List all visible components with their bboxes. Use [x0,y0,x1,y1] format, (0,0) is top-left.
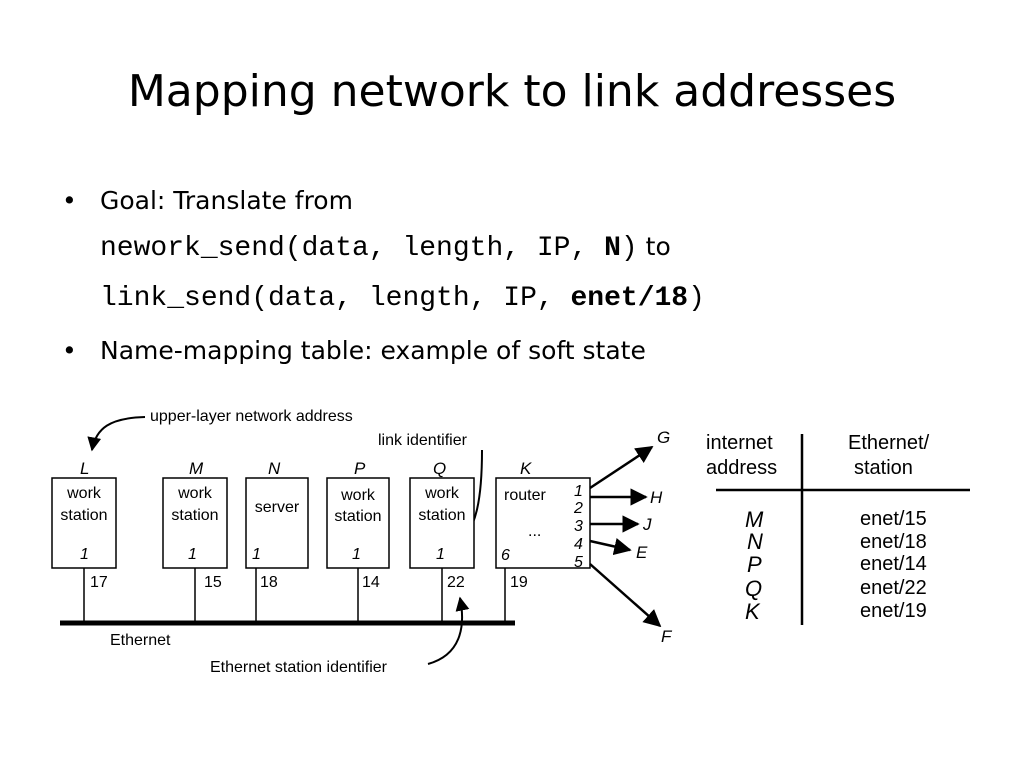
router-port-5: 5 [574,554,583,571]
row-addr: Q [745,576,762,601]
bullet-name-mapping-text: Name-mapping table: example of soft stat… [100,336,646,365]
bullet-dot: • [62,336,77,365]
row-station: enet/18 [860,531,927,553]
code-close-paren: ) [688,283,705,314]
node-station-id: 17 [90,574,108,591]
row-addr: K [745,599,761,624]
node-link-id: 1 [188,546,197,563]
node-label-line1: server [255,499,300,516]
node-L: L work station 1 17 [51,459,117,623]
row-station: enet/14 [860,553,927,575]
router-links: G H J E F [589,428,673,646]
row-addr: N [747,529,763,554]
bullet-goal-text: Goal: Translate from [100,186,353,215]
code-arg-n: N [604,233,621,264]
node-label-line1: work [177,485,213,502]
ethernet-label: Ethernet [110,632,171,649]
row-station: enet/19 [860,600,927,622]
row-station: enet/22 [860,577,927,599]
code-link-send: link_send(data, length, IP, [100,283,571,314]
row-addr: M [745,507,764,532]
dest-H: H [650,488,663,507]
node-label-line1: work [424,485,460,502]
dest-F: F [661,627,673,646]
node-link-id: 1 [436,546,445,563]
node-label-line2: station [171,507,218,524]
upper-layer-label: upper-layer network address [150,408,353,425]
link-arrow-E [589,538,632,556]
dest-E: E [636,543,648,562]
slide-title: Mapping network to link addresses [127,66,897,117]
upper-layer-arrow [87,416,146,452]
router-label: router [504,487,546,504]
node-station-id: 14 [362,574,380,591]
node-letter: M [189,459,204,478]
link-arrow-G [589,445,654,490]
router-link-6: 6 [501,547,510,564]
router-port-2: 2 [573,500,583,517]
mapping-table: internet address Ethernet/ station M ene… [706,432,970,625]
header-internet: internet [706,432,773,454]
node-letter: P [354,459,366,478]
link-identifier-label: link identifier [378,432,468,449]
station-identifier-label: Ethernet station identifier [210,659,388,676]
node-label-line2: station [334,508,381,525]
node-label-line2: station [60,507,107,524]
router-port-1: 1 [574,483,583,500]
router-station-id: 19 [510,574,528,591]
code-line-link-send: link_send(data, length, IP, enet/18) [100,282,705,314]
link-arrow-F [589,563,662,628]
node-station-id: 22 [447,574,465,591]
node-Q: Q work station 1 22 [409,459,475,623]
node-station-id: 18 [260,574,278,591]
node-label-line1: work [340,487,376,504]
dest-J: J [642,515,652,534]
node-M: M work station 1 15 [162,459,228,623]
node-label-line1: work [66,485,102,502]
row-station: enet/15 [860,508,927,530]
station-identifier-arrow [427,596,470,665]
router-port-4: 4 [574,536,583,553]
node-letter: L [80,459,89,478]
node-link-id: 1 [252,546,261,563]
bullet-dot: • [62,186,77,215]
code-to-text: to [637,232,671,261]
row-addr: P [747,552,762,577]
node-link-id: 1 [80,546,89,563]
code-network-send: nework_send(data, length, IP, [100,233,605,264]
router-letter: K [520,459,532,478]
node-P: P work station 1 14 [326,459,390,623]
node-link-id: 1 [352,546,361,563]
router-port-3: 3 [574,518,583,535]
code-line-network-send: nework_send(data, length, IP, N) to [100,232,671,264]
router-dots: ... [528,523,541,540]
code-arg-enet18: enet/18 [570,283,689,314]
header-station: station [854,457,913,479]
node-label-line2: station [418,507,465,524]
node-station-id: 15 [204,574,222,591]
node-letter: N [268,459,281,478]
router-K: K router ... 6 1 2 3 4 5 19 [495,459,591,623]
header-ethernet: Ethernet/ [848,432,930,454]
dest-G: G [657,428,670,447]
node-N: N server 1 18 [245,459,309,623]
node-letter: Q [433,459,446,478]
code-close-paren: ) [620,233,638,264]
header-address: address [706,457,777,479]
